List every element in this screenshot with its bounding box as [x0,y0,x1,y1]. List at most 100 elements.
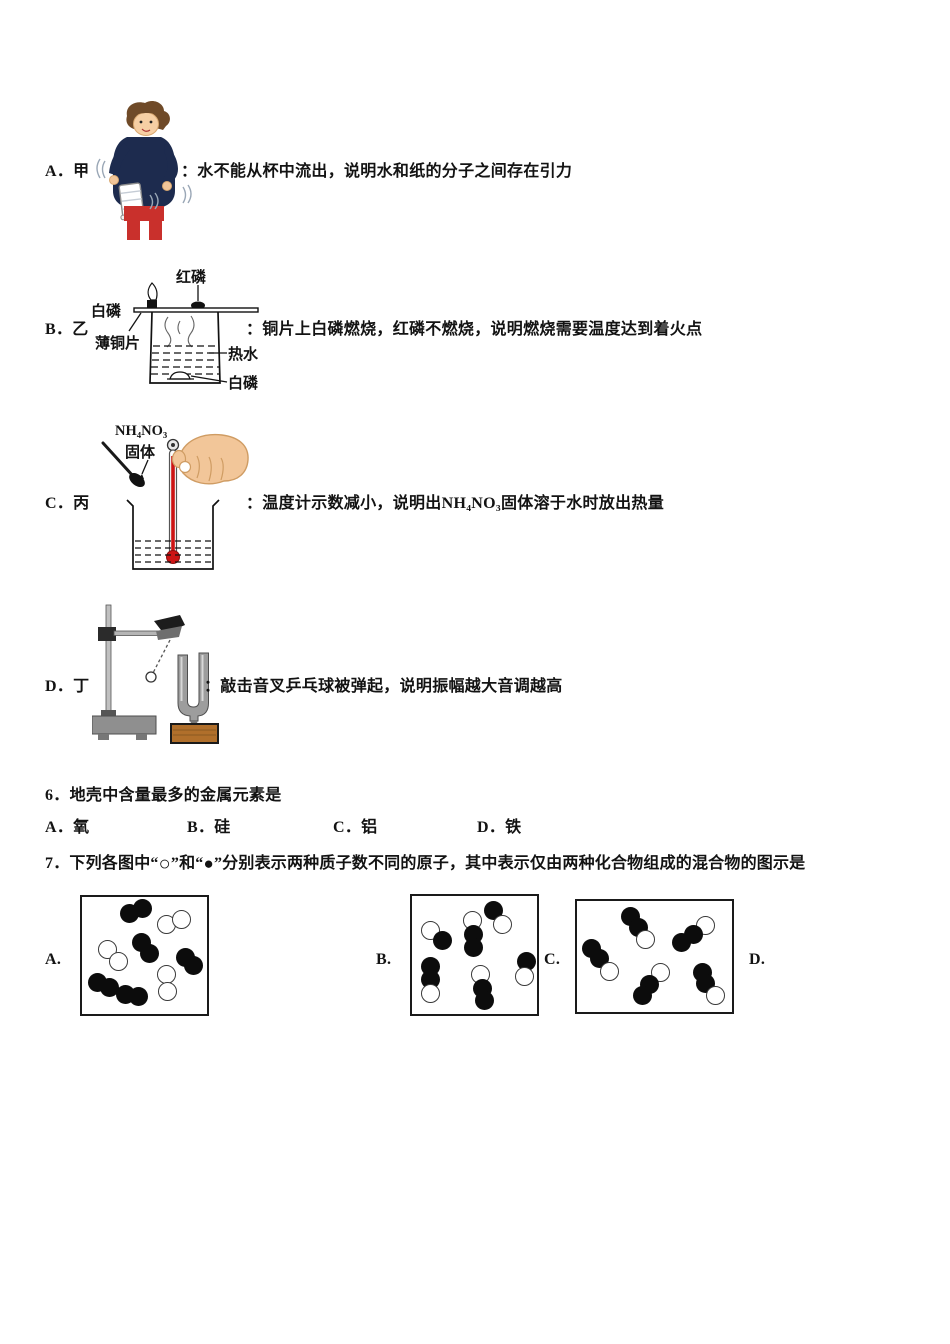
white-atom [635,929,655,949]
white-atom [108,951,128,971]
q7-diagram-label-c: C. [544,951,561,968]
eye [139,120,143,124]
q6-option-d: D．铁 [477,819,522,836]
black-atom [99,977,119,997]
red-phosphorus-label: 红磷 [176,268,207,286]
white-phosphorus-lump [169,371,191,380]
right-leg [149,219,162,240]
shorts [124,206,164,221]
thread [152,639,171,674]
black-atom [183,955,203,975]
white-atom [705,985,725,1005]
nh4no3-label: NH₄NO₃ [115,423,168,439]
boy-inverted-cup-illustration [96,100,192,240]
white-atom [157,981,177,1001]
rod-collar [101,710,116,717]
right-hand [162,181,172,191]
option-c-label: C．丙 [45,495,90,512]
q7-diagram-label-d: D. [749,951,766,968]
q7-molecule-box-a [80,895,209,1016]
phosphorus-combustion-diagram: 红磷 白磷 薄铜片 热水 白磷 [91,268,259,392]
option-b-label: B．乙 [45,321,89,338]
q7-molecule-box-c [575,899,734,1014]
base-foot [98,734,109,740]
black-atom [420,969,440,989]
tuning-fork [177,652,209,722]
hot-water-label: 热水 [228,345,259,363]
beaker [149,311,221,384]
stand-rod [105,604,112,718]
q7-diagram-label-b: B. [376,951,392,968]
right-arm [163,143,178,184]
black-atom [516,951,536,971]
q6-option-c: C．铝 [333,819,378,836]
spoon-handle [101,441,135,478]
mouth [141,128,151,132]
vapor-lines [164,315,195,348]
option-a-desc: ：水不能从杯中流出，说明水和纸的分子之间存在引力 [181,163,573,180]
left-sleeve [109,143,130,176]
black-atom-symbol: ● [203,854,214,873]
black-atom [463,937,483,957]
dissolution-thermometer-diagram: NH₄NO₃ 固体 [101,423,249,570]
arm-clamp-lower [156,626,182,640]
white-atom-symbol: ○ [158,853,171,875]
solid-label: 固体 [125,443,156,461]
black-atom [432,930,452,950]
q6-option-a: A．氧 [45,819,90,836]
black-atom [632,985,652,1005]
option-b-desc: ：铜片上白磷燃烧，红磷不燃烧，说明燃烧需要温度达到着火点 [246,321,703,338]
eye [149,120,153,124]
white-phosphorus-burning [147,300,157,308]
white-atom [514,966,534,986]
thermometer-bulb [166,550,180,564]
beaker [126,499,220,570]
hand [171,433,249,485]
tuning-fork-diagram [92,604,219,744]
black-atom [139,943,159,963]
white-atom [492,914,512,934]
option-c-desc: ：温度计示数减小，说明出NH₄NO₃固体溶于水时放出热量 [246,495,664,512]
white-atom [171,909,191,929]
left-hand [109,175,119,185]
ping-pong-ball [145,671,157,683]
black-atom [128,986,148,1006]
black-atom [671,932,691,952]
hot-water-lines [151,345,219,375]
boy-figure [96,100,192,240]
clamp-block [98,627,116,641]
black-atom [483,900,503,920]
resonance-box [170,723,219,744]
option-d-desc: ：敲击音叉乒乓球被弹起，说明振幅越大音调越高 [204,678,563,695]
q7-text-part: ”和“ [170,855,204,872]
arm-clamp-upper [154,615,185,634]
motion-lines [96,158,192,210]
water-lines [135,540,211,563]
option-a-label: A．甲 [45,163,90,180]
black-atom [132,898,152,918]
face [133,112,159,136]
label-pointer-line [141,459,149,475]
q7-text-part: 7．下列各图中“ [45,855,159,872]
stand-base [92,715,157,735]
thermometer-red-column [171,456,175,553]
white-atom [156,964,176,984]
white-phosphorus-bottom-label: 白磷 [228,374,259,392]
flame [147,282,158,301]
question-7-text: 7．下列各图中“○”和“●”分别表示两种质子数不同的原子，其中表示仅由两种化合物… [45,849,805,876]
label-pointer-line [128,312,142,332]
option-d-label: D．丁 [45,678,90,695]
hair-fringe [134,111,160,116]
white-phosphorus-label: 白磷 [91,302,122,320]
q7-molecule-box-b [410,894,539,1016]
left-leg [127,219,140,240]
thin-copper-sheet-label: 薄铜片 [95,334,140,352]
spoon-with-solid [129,472,145,488]
question-6-text: 6．地壳中含量最多的金属元素是 [45,787,282,804]
stand-arm [113,630,159,636]
q6-option-b: B．硅 [187,819,231,836]
copper-sheet [133,307,259,313]
label-pointer-line [190,375,228,383]
thumb-highlight [178,460,192,474]
